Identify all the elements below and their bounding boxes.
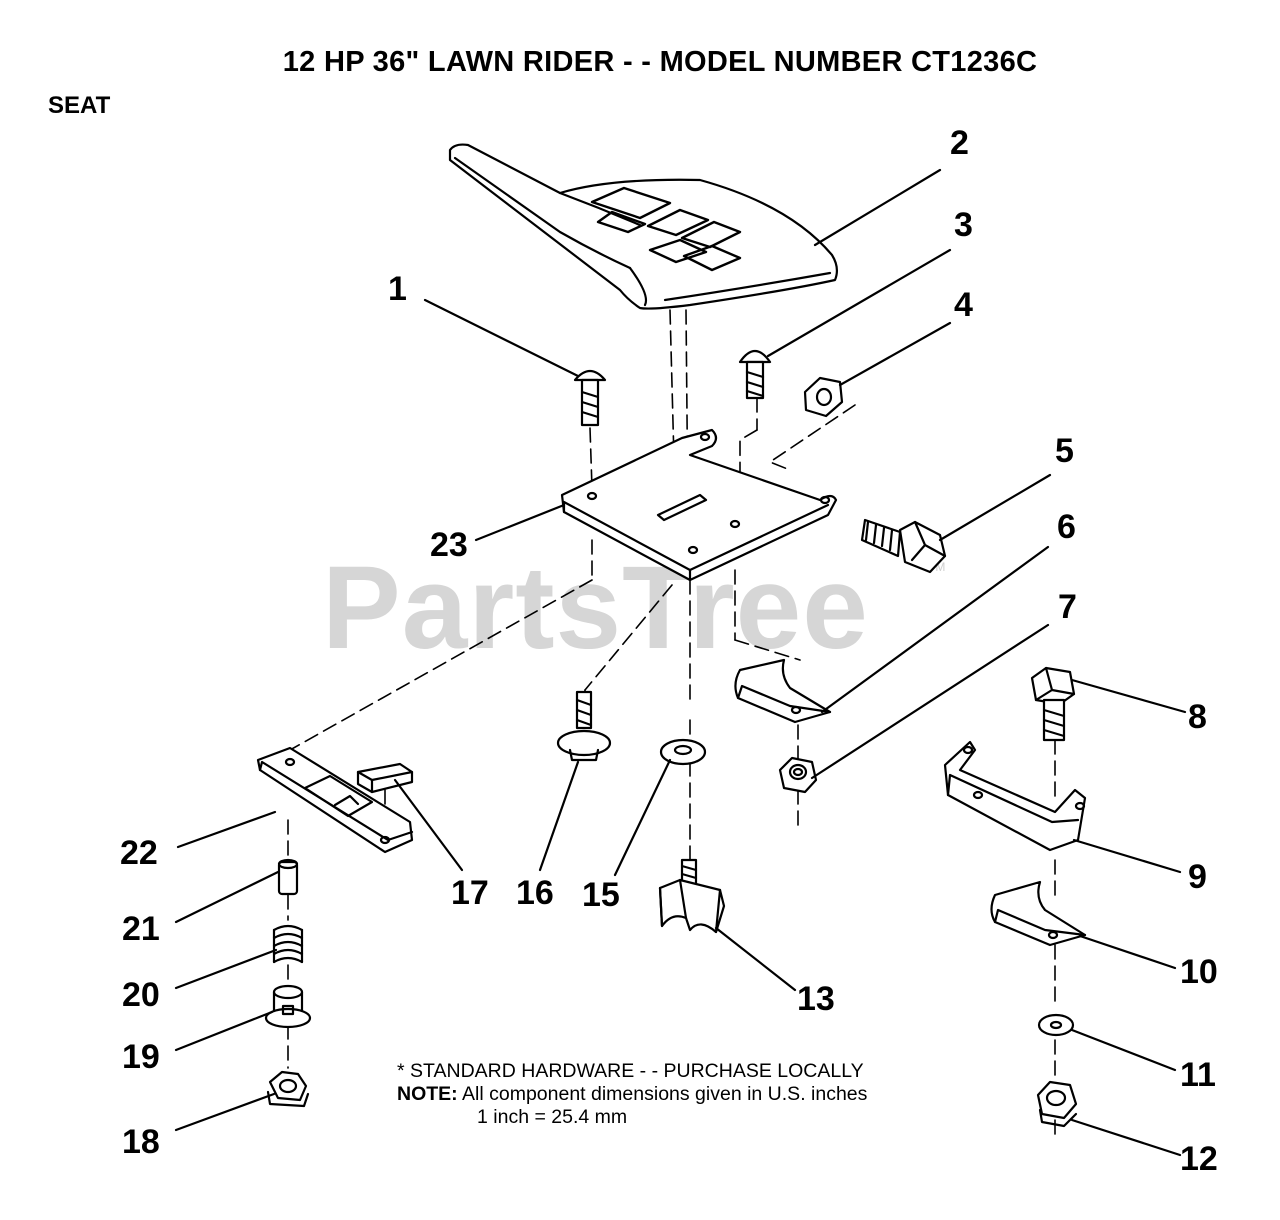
round-head-bolt-part [738,349,772,400]
knob-part [658,858,726,934]
part-label-18: 18 [122,1123,160,1161]
part-label-5: 5 [1055,432,1074,470]
part-label-12: 12 [1180,1140,1218,1178]
part-label-8: 8 [1188,698,1207,736]
part-label-7: 7 [1058,588,1077,626]
part-label-22: 22 [120,834,158,872]
part-label-17: 17 [451,874,489,912]
spring-part [272,924,304,964]
part-label-13: 13 [797,980,835,1018]
clip-part [734,658,832,724]
shoulder-bolt-part [860,518,947,574]
part-label-10: 10 [1180,953,1218,991]
flat-washer-part [659,738,707,766]
part-label-9: 9 [1188,858,1207,896]
part-label-3: 3 [954,206,973,244]
part-label-23: 23 [430,526,468,564]
washer-part [1037,1013,1075,1037]
part-label-21: 21 [122,910,160,948]
conversion-note: 1 inch = 25.4 mm [477,1106,628,1128]
hardware-note: * STANDARD HARDWARE - - PURCHASE LOCALLY [397,1060,864,1082]
section-label: SEAT [48,92,111,119]
note-label: NOTE: [397,1083,458,1105]
shoulder-screw-part [556,690,612,762]
notes-block: * STANDARD HARDWARE - - PURCHASE LOCALLY… [397,1060,867,1129]
spacer-block-part [356,762,414,794]
bushing-part [264,984,312,1029]
part-label-2: 2 [950,124,969,162]
nylon-lock-nut-part [1036,1080,1078,1128]
part-label-6: 6 [1057,508,1076,546]
hex-bolt-part [1030,666,1076,742]
part-label-20: 20 [122,976,160,1014]
flange-nut-part [266,1070,310,1108]
part-label-11: 11 [1180,1056,1216,1094]
hex-nut-part [803,376,844,418]
part-label-4: 4 [954,286,973,324]
part-label-19: 19 [122,1038,160,1076]
page-title: 12 HP 36" LAWN RIDER - - MODEL NUMBER CT… [282,46,1038,78]
part-label-1: 1 [388,270,407,308]
note-text: All component dimensions given in U.S. i… [462,1083,868,1105]
watermark: PartsTree [322,542,869,674]
part-label-15: 15 [582,876,620,914]
slide-plate-part [256,746,414,854]
part-label-16: 16 [516,874,554,912]
pin-part [277,858,299,896]
lower-clip-part [990,880,1087,947]
lock-nut-part [778,756,818,794]
seat-plate-part [560,428,838,582]
dimension-note: NOTE: All component dimensions given in … [397,1083,867,1106]
seat-part [448,143,839,310]
carriage-bolt-part [573,369,607,427]
bracket-part [943,740,1087,852]
